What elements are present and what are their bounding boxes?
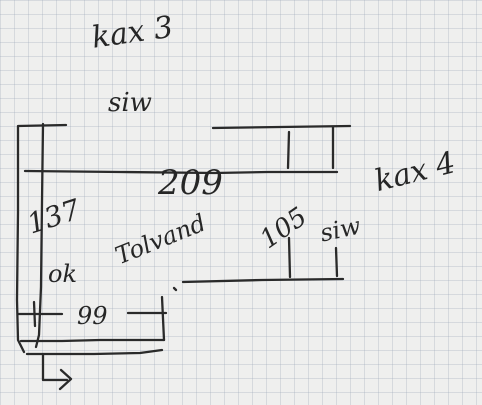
dimension-line-99 — [16, 311, 168, 316]
right-column-bottom — [160, 295, 166, 342]
inner-wall-left — [34, 122, 45, 349]
cabinet-top — [211, 124, 352, 130]
dimension-99: 99 — [77, 302, 108, 330]
cabinet-divider-right-low — [334, 246, 339, 278]
cabinet-divider-left-low — [287, 236, 292, 279]
cabinet-divider-left — [286, 130, 291, 170]
arrow-stem — [41, 352, 69, 382]
floor-line-bottom — [19, 338, 166, 343]
wall-line-right — [181, 277, 345, 284]
step-bottom — [172, 286, 178, 292]
note-ok: ok — [48, 260, 77, 288]
counter-line-top — [23, 169, 339, 175]
outer-wall-left — [15, 123, 68, 354]
note-siw-top: siw — [108, 88, 152, 118]
floor-line-lower — [25, 348, 164, 356]
arrow-head — [58, 368, 73, 391]
dimension-tick-99 — [32, 300, 37, 328]
dimension-209: 209 — [158, 163, 223, 203]
